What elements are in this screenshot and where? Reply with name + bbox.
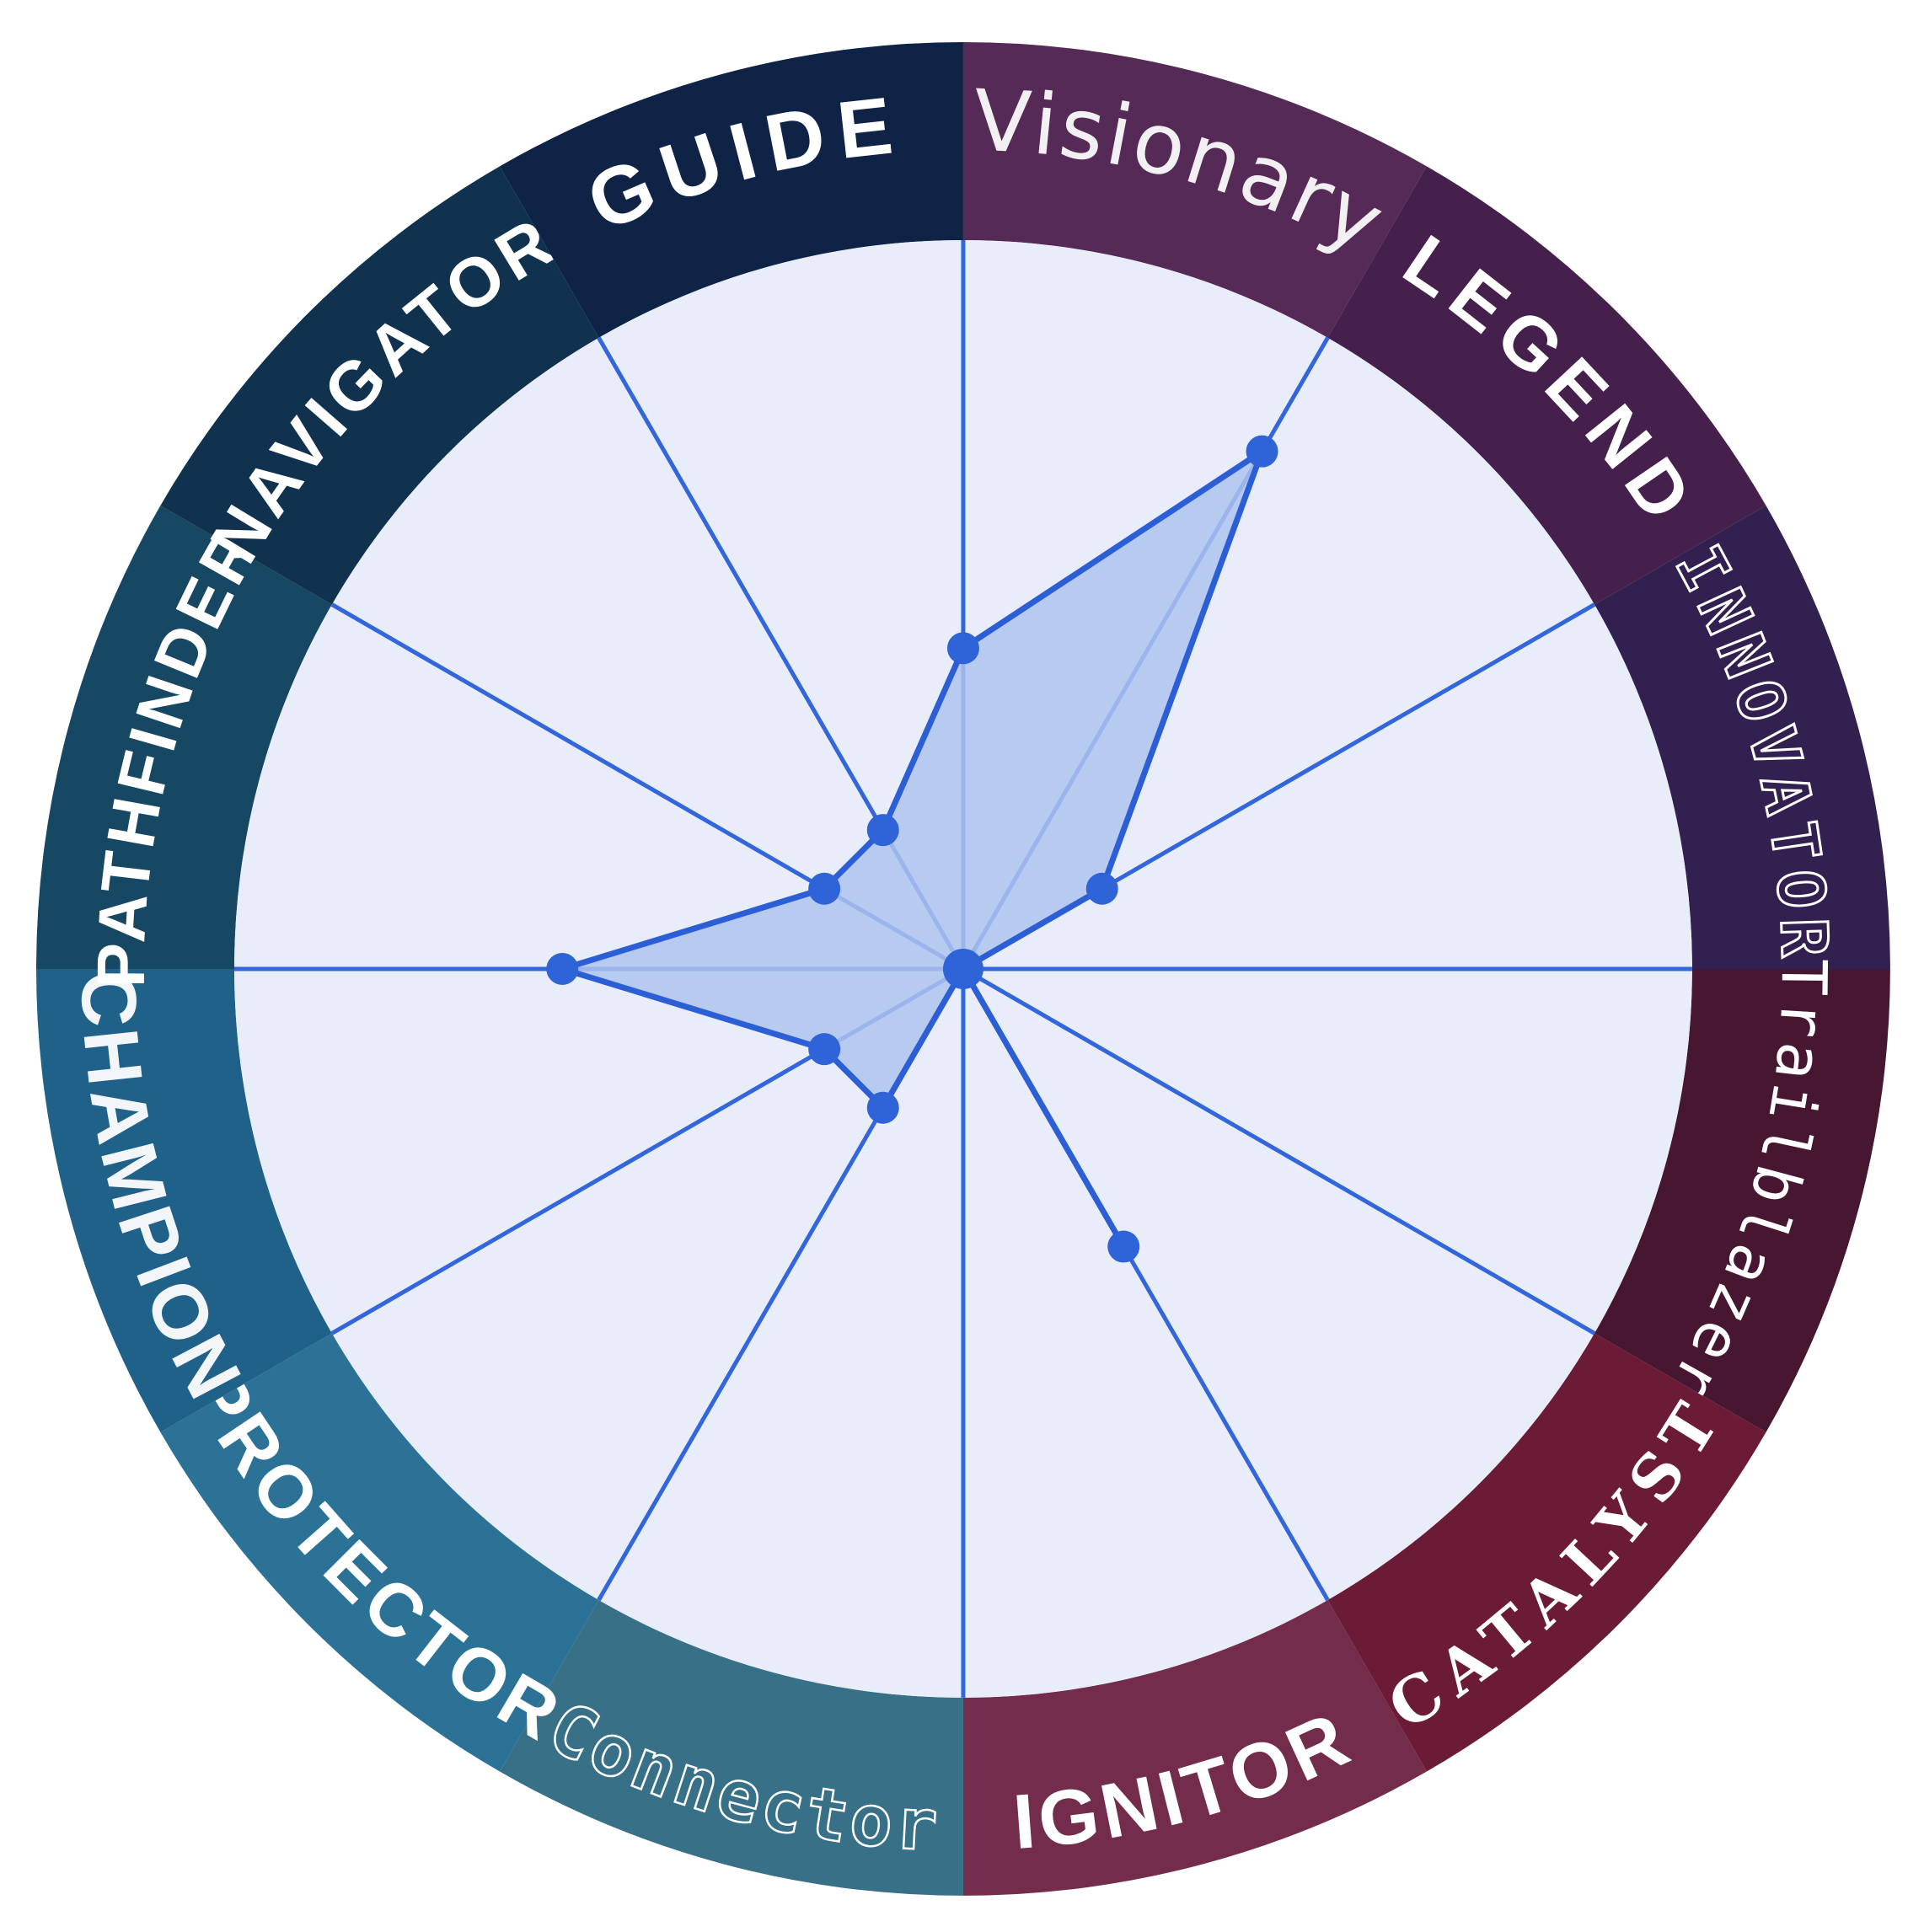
segment-legend <box>1327 166 1766 605</box>
radar-point-270 <box>546 952 579 985</box>
radar-point-210 <box>866 1091 899 1124</box>
radar-point-240 <box>808 1033 841 1066</box>
segment-champion <box>36 968 332 1432</box>
radar-point-30 <box>1246 435 1278 468</box>
segment-guide <box>500 42 963 338</box>
radar-points <box>546 435 1278 1263</box>
wheel-ring: VisionaryLEGENDINNOVATORTrailblazerCATAL… <box>36 42 1890 1896</box>
radar-point-150 <box>1107 1230 1140 1263</box>
segment-ignitor <box>962 1600 1427 1896</box>
radar-axis-120 <box>962 966 1596 1335</box>
segment-visionary <box>962 42 1427 338</box>
radar-center-dot <box>943 948 983 989</box>
segment-connector <box>500 1600 963 1896</box>
segment-trailblazer <box>1594 968 1890 1432</box>
radar-point-60 <box>1085 872 1118 905</box>
segment-navigator <box>160 166 599 605</box>
segment-innovator <box>1594 506 1890 969</box>
segment-catalyst <box>1327 1333 1766 1772</box>
segment-protector <box>160 1333 599 1772</box>
radar-point-300 <box>808 872 841 905</box>
segment-pathfinder <box>36 506 332 969</box>
radar-point-0 <box>947 632 979 665</box>
radar-point-330 <box>866 814 899 847</box>
